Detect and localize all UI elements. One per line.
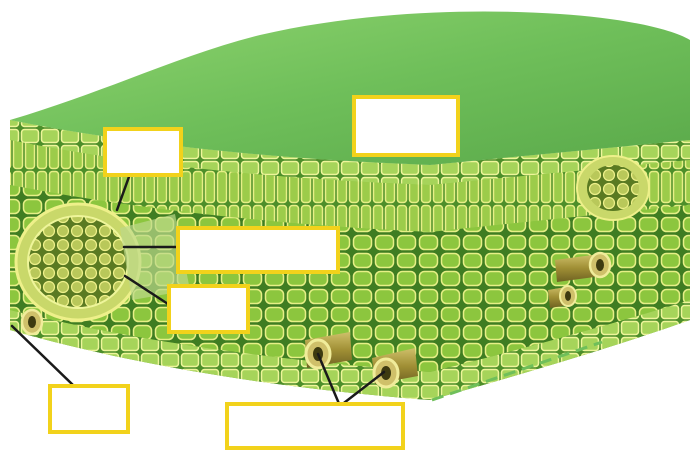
epidermis-label-box [48, 384, 130, 434]
vascular-bundle-secondary [577, 156, 649, 220]
surface-label-box [352, 95, 460, 157]
phloem-label-box [167, 284, 250, 334]
bundle-sheath-label-box [103, 127, 183, 177]
xylem-label-box [176, 226, 340, 274]
vascular-bundle-main [16, 204, 140, 320]
stomata-label-box [225, 402, 405, 450]
stoma-tube-left-edge [22, 310, 42, 334]
